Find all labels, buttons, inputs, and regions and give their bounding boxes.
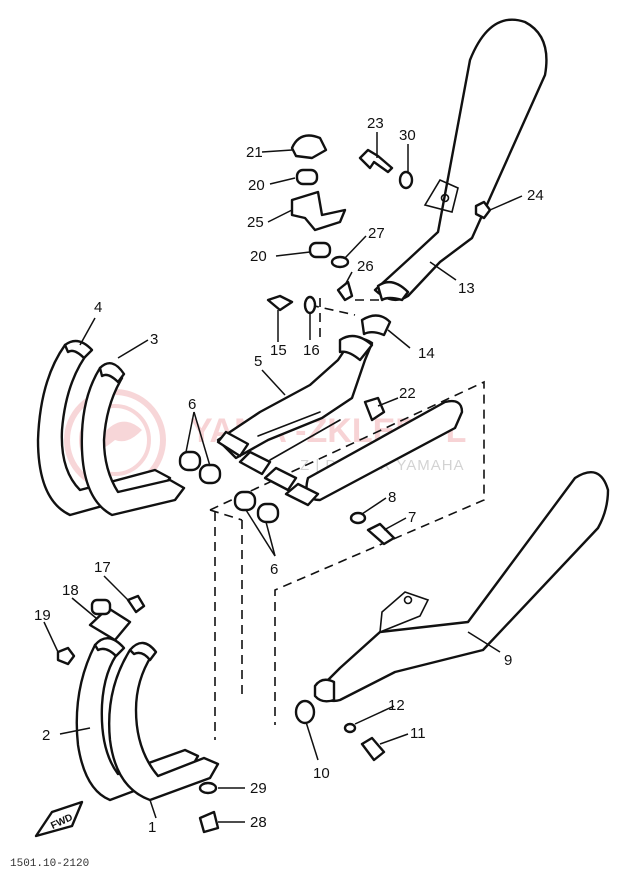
callout-27: 27 (368, 225, 385, 242)
leader-lines (43, 132, 523, 823)
callout-17: 17 (94, 559, 111, 576)
callout-28: 28 (250, 814, 267, 831)
callout-8: 8 (388, 489, 396, 506)
upper-exhaust-pipes (36, 339, 186, 517)
callout-numbers: 21 20 25 20 23 30 24 27 26 13 15 16 14 4… (34, 115, 544, 836)
callout-13: 13 (458, 280, 475, 297)
callout-1: 1 (148, 819, 156, 836)
callout-6-upper: 6 (188, 396, 196, 413)
upper-muffler (373, 18, 548, 302)
assembly-dash-lines (209, 298, 485, 740)
callout-5: 5 (254, 353, 262, 370)
callout-20-lower: 20 (250, 248, 267, 265)
callout-26: 26 (357, 258, 374, 275)
callout-12: 12 (388, 697, 405, 714)
callout-16: 16 (303, 342, 320, 359)
callout-7: 7 (408, 509, 416, 526)
drawing-code: 1501.10-2120 (10, 858, 89, 870)
callout-9: 9 (504, 652, 512, 669)
callout-6-lower: 6 (270, 561, 278, 578)
callout-20-upper: 20 (248, 177, 265, 194)
callout-14: 14 (418, 345, 435, 362)
callout-3: 3 (150, 331, 158, 348)
callout-2: 2 (42, 727, 50, 744)
callout-11: 11 (410, 725, 426, 742)
callout-24: 24 (527, 187, 544, 204)
callout-4: 4 (94, 299, 102, 316)
callout-22: 22 (399, 385, 416, 402)
callout-18: 18 (62, 582, 79, 599)
lower-exhaust-pipes (75, 606, 220, 802)
forward-arrow: FWD (34, 800, 84, 838)
collector-pipe (216, 334, 464, 507)
callout-29: 29 (250, 780, 267, 797)
callout-23: 23 (367, 115, 384, 132)
callout-15: 15 (270, 342, 287, 359)
callout-10: 10 (313, 765, 330, 782)
callout-30: 30 (399, 127, 416, 144)
callout-25: 25 (247, 214, 264, 231)
callout-19: 19 (34, 607, 51, 624)
lower-muffler (313, 470, 610, 703)
callout-21: 21 (246, 144, 263, 161)
